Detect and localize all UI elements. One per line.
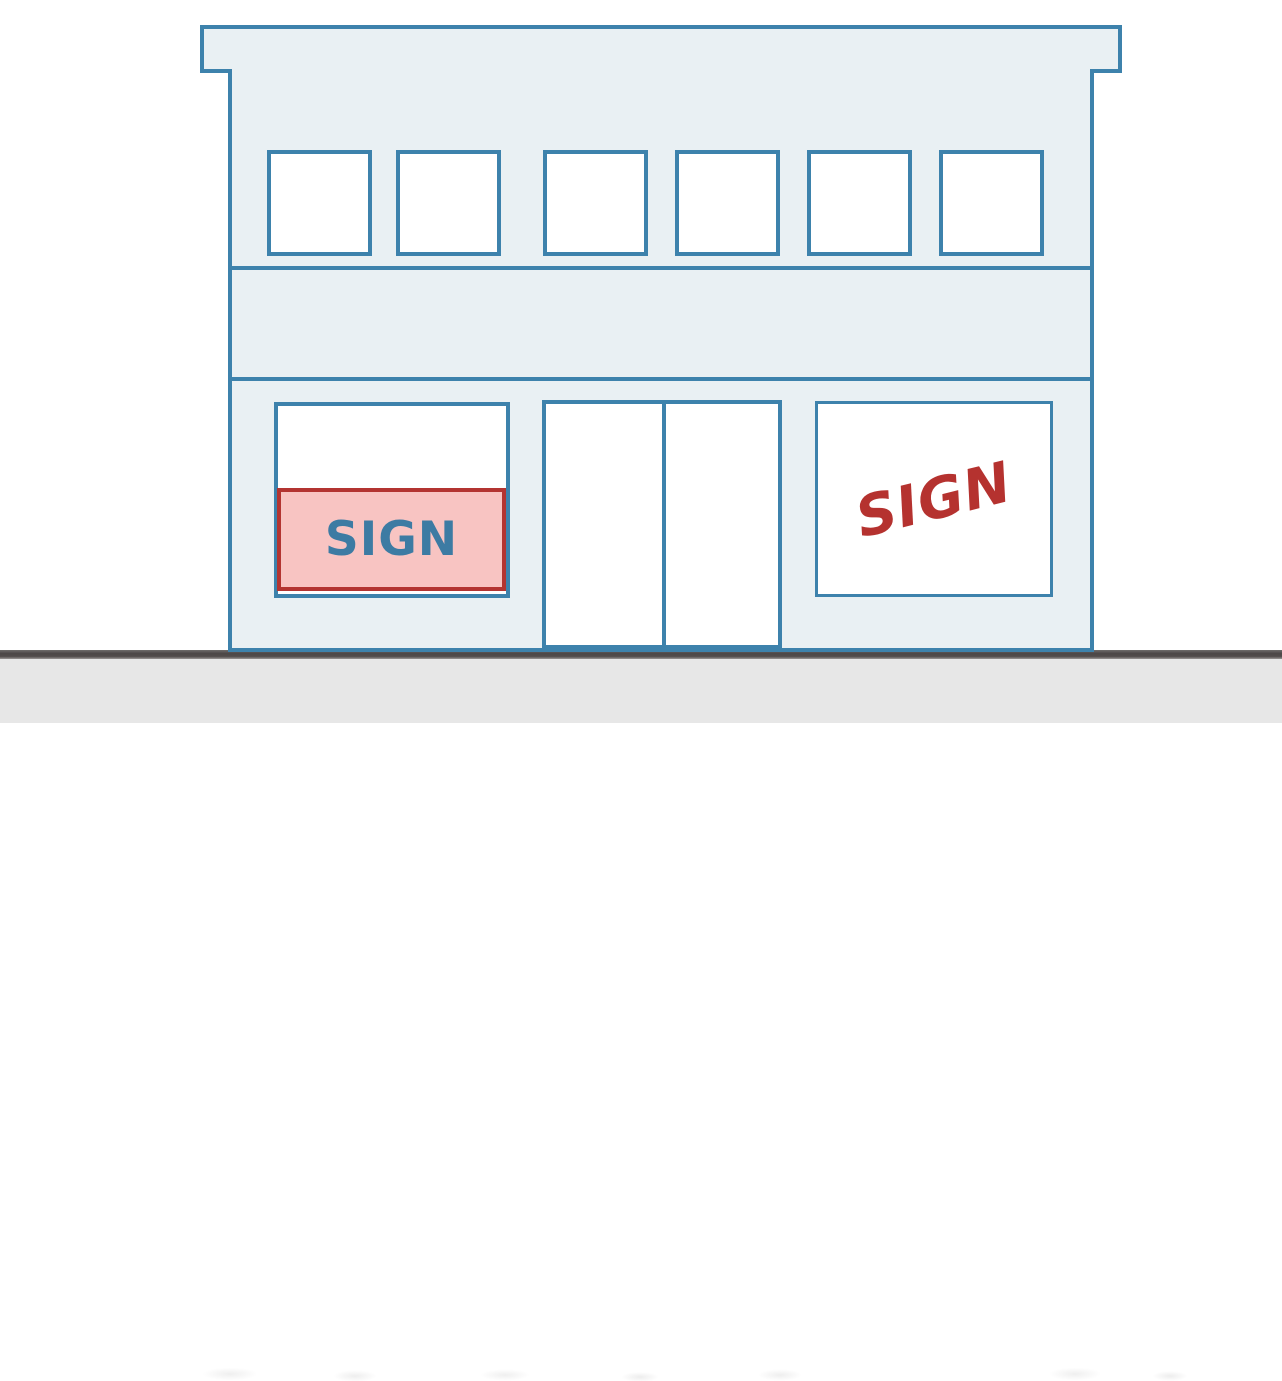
facade-band-upper [228, 266, 1094, 270]
upper-window-4 [675, 150, 780, 256]
curb-line [0, 650, 1282, 659]
storefront-scene: SIGN SIGN [0, 25, 1282, 1381]
door-leaf-left[interactable] [546, 404, 662, 645]
right-display-window: SIGN [815, 401, 1053, 597]
sign-board: SIGN [277, 488, 506, 591]
sidewalk-texture [0, 1364, 1282, 1381]
door-leaf-right[interactable] [662, 404, 778, 645]
painted-sign-text: SIGN [849, 449, 1019, 552]
upper-window-1 [267, 150, 372, 256]
sign-board-text: SIGN [324, 512, 459, 567]
sidewalk [0, 658, 1282, 1381]
facade-band-lower [228, 377, 1094, 381]
upper-window-2 [396, 150, 501, 256]
upper-window-5 [807, 150, 912, 256]
upper-window-6 [939, 150, 1044, 256]
building-cornice [200, 25, 1122, 73]
upper-window-3 [543, 150, 648, 256]
double-door[interactable] [542, 400, 782, 649]
